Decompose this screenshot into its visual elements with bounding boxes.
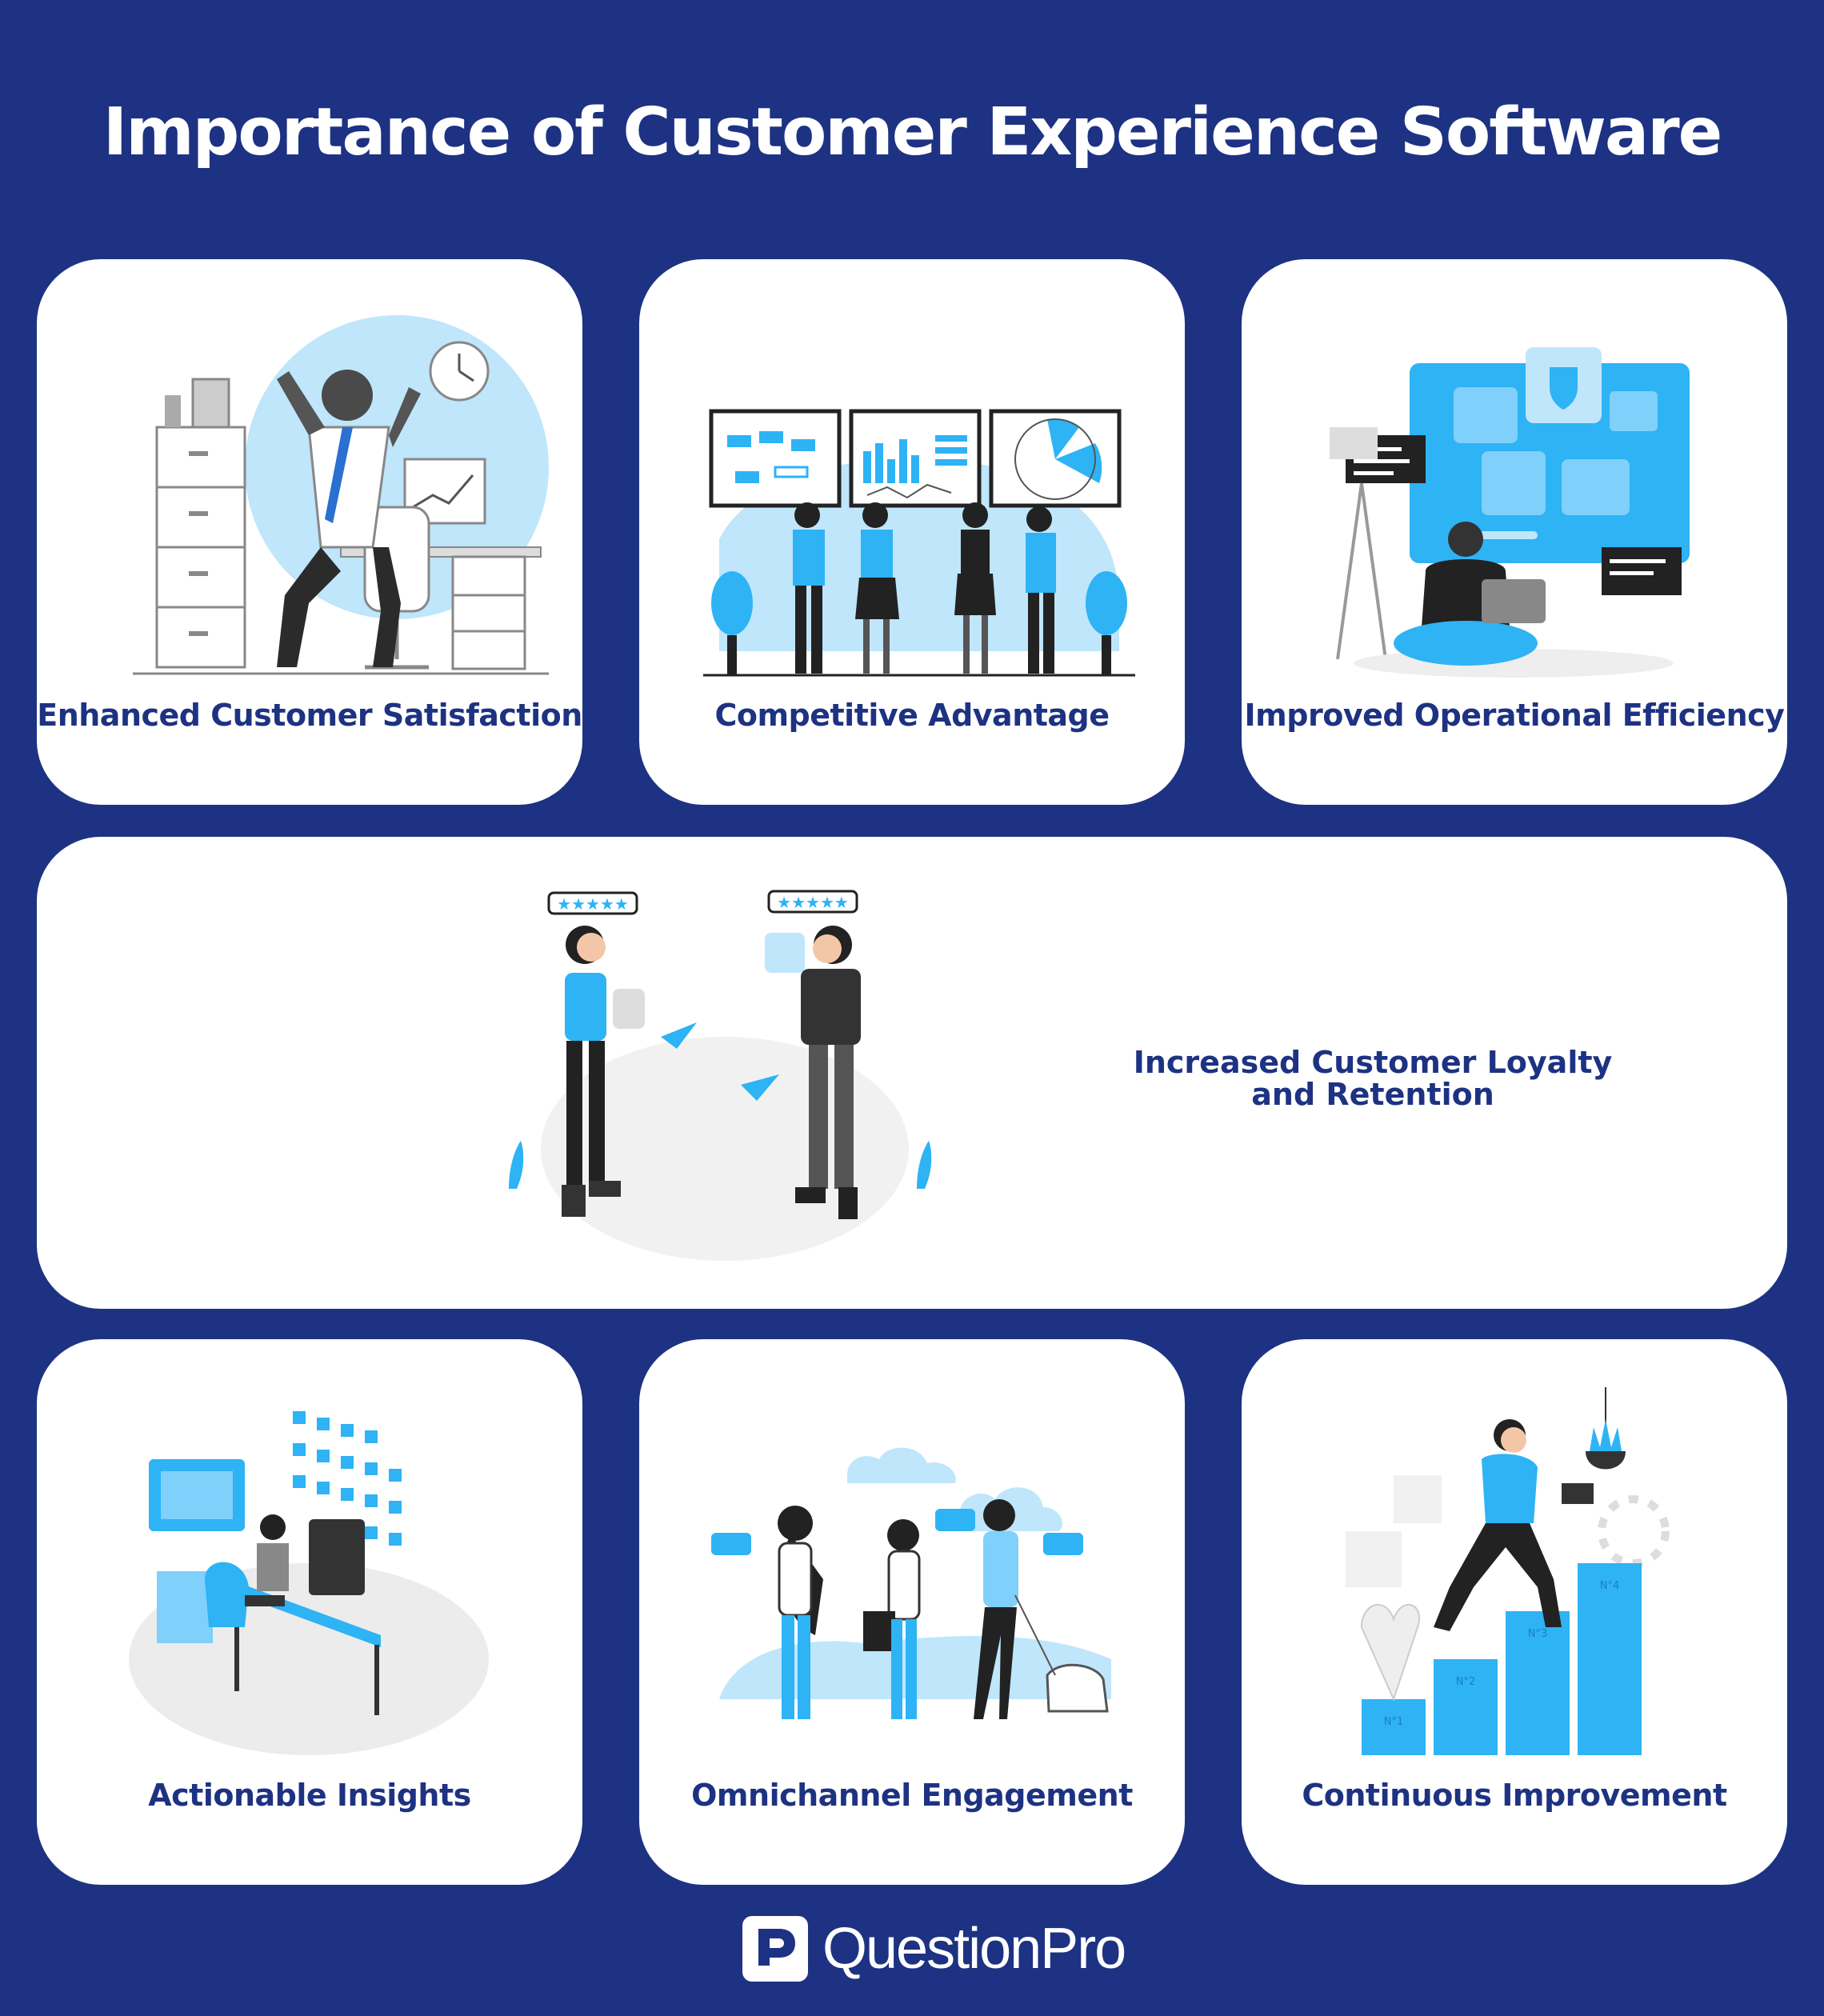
card-label: Omnichannel Engagement <box>691 1778 1133 1813</box>
card-label: Actionable Insights <box>148 1778 471 1813</box>
card-omnichannel-engagement: Omnichannel Engagement <box>639 1339 1185 1885</box>
card-label-line-1: Increased Customer Loyalty <box>1133 1045 1613 1080</box>
questionpro-logo-icon <box>742 1916 808 1982</box>
page-title: Importance of Customer Experience Softwa… <box>102 94 1723 170</box>
card-label-line-2: and Retention <box>1251 1077 1494 1112</box>
card-actionable-insights: Actionable Insights <box>37 1339 582 1885</box>
man-climbing-steps-illustration: N°1 N°2 N°3 N°4 <box>1346 1387 1670 1755</box>
brand-name: QuestionPro <box>822 1917 1126 1981</box>
step-label: N°2 <box>1456 1676 1476 1688</box>
step-label: N°3 <box>1528 1628 1548 1640</box>
developer-with-laptop-settings-illustration <box>1330 347 1690 678</box>
rating-stars-right: ★★★★★ <box>777 893 849 912</box>
team-analyzing-dashboards-illustration <box>703 409 1135 677</box>
step-label: N°4 <box>1600 1580 1620 1592</box>
card-label: Continuous Improvement <box>1302 1778 1727 1813</box>
card-label: Increased Customer Loyalty and Retention <box>1101 1046 1645 1110</box>
card-competitive-advantage: Competitive Advantage <box>639 259 1185 805</box>
rating-stars-left: ★★★★★ <box>557 894 629 914</box>
card-improved-operational-efficiency: Improved Operational Efficiency <box>1242 259 1787 805</box>
card-label: Improved Operational Efficiency <box>1244 698 1785 733</box>
brand-logo: QuestionPro <box>742 1915 1126 1982</box>
card-enhanced-customer-satisfaction: Enhanced Customer Satisfaction <box>37 259 582 805</box>
card-continuous-improvement: N°1 N°2 N°3 N°4 Continuous Improvement <box>1242 1339 1787 1885</box>
step-label: N°1 <box>1384 1716 1404 1728</box>
celebrating-office-worker-illustration <box>133 315 549 675</box>
card-label: Enhanced Customer Satisfaction <box>37 698 582 733</box>
customers-rating-reviews-illustration: ★★★★★ ★★★★★ <box>509 890 932 1261</box>
analyst-desk-data-illustration <box>129 1411 489 1755</box>
card-increased-customer-loyalty: ★★★★★ ★★★★★ Increased Customer Loyalty a… <box>37 837 1787 1309</box>
card-label: Competitive Advantage <box>714 698 1110 733</box>
people-on-phones-illustration <box>711 1447 1127 1719</box>
